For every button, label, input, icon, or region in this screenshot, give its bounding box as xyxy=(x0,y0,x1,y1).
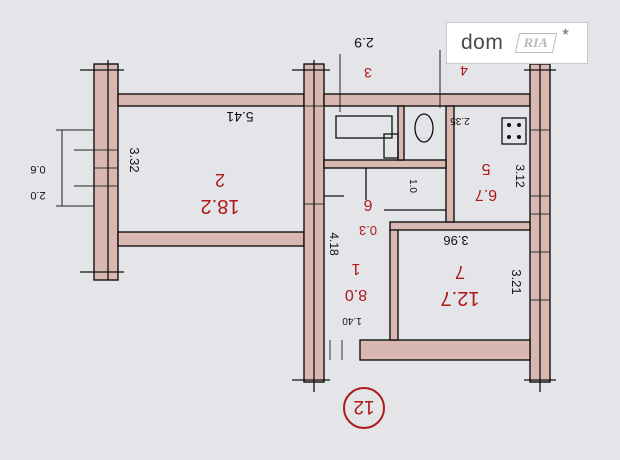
dim-kitchen-width: 2.35 xyxy=(450,115,470,126)
left-dimension xyxy=(56,129,94,207)
watermark-sub: RIA xyxy=(515,33,558,53)
partition-room7-west xyxy=(389,227,399,341)
room-2-number: 2 xyxy=(215,170,225,190)
partition-bath-south xyxy=(323,159,447,169)
room-4-number: 4 xyxy=(460,63,468,79)
stove xyxy=(501,117,527,145)
axis-lines xyxy=(80,60,556,392)
room-7-area: 12.7 xyxy=(441,287,480,309)
bathtub xyxy=(335,115,393,139)
north-wall-room2 xyxy=(117,93,305,107)
partition-bath-mid xyxy=(397,105,405,161)
south-wall-room2 xyxy=(117,231,305,247)
dim-kitchen-depth: 3.12 xyxy=(513,164,527,188)
dim-room2-width: 5.41 xyxy=(226,109,253,125)
south-wall-east xyxy=(359,339,531,361)
room-1-area: 8.0 xyxy=(345,286,367,303)
floor-number: 12 xyxy=(353,396,374,417)
stove-burner xyxy=(507,135,511,139)
room-3-number: 3 xyxy=(364,65,372,81)
dom-ria-watermark: dom RIA ★ xyxy=(446,22,588,64)
dim-room7-width: 3.96 xyxy=(443,233,468,248)
floor-number-circle xyxy=(343,387,385,429)
stove-burner xyxy=(517,123,521,127)
room-5-area: 6.7 xyxy=(475,186,497,203)
room-7-number: 7 xyxy=(455,262,465,282)
dim-room7-depth: 3.21 xyxy=(509,269,524,294)
room-1-number: 1 xyxy=(351,260,360,277)
stove-burner xyxy=(517,135,521,139)
room-6-area: 0.3 xyxy=(359,223,377,238)
star-icon: ★ xyxy=(561,27,570,38)
west-wall xyxy=(93,63,119,281)
dim-room2-depth: 3.32 xyxy=(127,147,142,172)
room-2-area: 18.2 xyxy=(201,195,240,217)
dim-left-1: 0.6 xyxy=(30,163,45,175)
dim-hall-length: 4.18 xyxy=(327,232,341,256)
dim-left-2: 2.0 xyxy=(30,189,45,201)
stove-burner xyxy=(507,123,511,127)
sink xyxy=(383,133,399,159)
dim-bath-width: 2.9 xyxy=(354,35,374,51)
room-6-number: 6 xyxy=(363,196,372,213)
dim-hall-width: 1.40 xyxy=(342,315,362,326)
room-5-number: 5 xyxy=(481,160,490,177)
dim-door: 1.0 xyxy=(407,179,418,193)
partition-room7-north xyxy=(389,221,531,231)
watermark-brand: dom xyxy=(461,31,504,54)
toilet xyxy=(414,113,434,143)
north-wall-east xyxy=(323,93,531,107)
